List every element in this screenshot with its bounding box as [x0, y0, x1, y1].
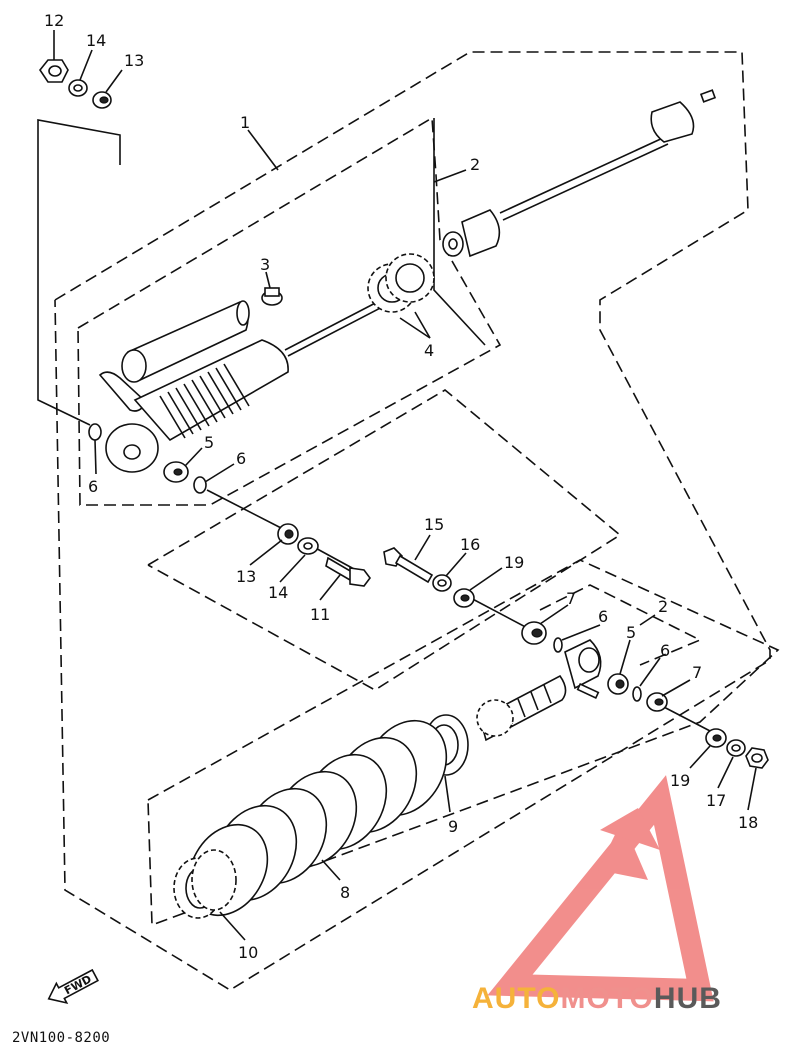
callout-12: 12 [44, 11, 64, 30]
bushing-7-left [521, 621, 547, 645]
bushing-5-upper [163, 461, 189, 483]
bolt-15 [383, 547, 434, 584]
ring-nut-10 [173, 849, 237, 919]
nut-12 [39, 59, 69, 83]
callout-4: 4 [424, 341, 434, 360]
outline-kit-2-right [539, 584, 702, 666]
callout-16: 16 [460, 535, 480, 554]
circlip-6-upper-right [193, 476, 207, 494]
callout-13-upper: 13 [124, 51, 144, 70]
watermark-hub: HUB [654, 982, 722, 1015]
outline-bolt-group [147, 389, 622, 691]
watermark-auto: AUTO [472, 982, 560, 1015]
callout-19-lower: 19 [670, 771, 690, 790]
outline-kit-2-lower [147, 559, 780, 927]
callout-6-upper-right: 6 [236, 449, 246, 468]
collar-19-upper [453, 588, 475, 608]
callout-17: 17 [706, 791, 726, 810]
diagram-code: 2VN100-8200 [12, 1030, 110, 1046]
callout-18: 18 [738, 813, 758, 832]
callout-3: 3 [260, 255, 270, 274]
callout-2-lower: 2 [658, 597, 668, 616]
fwd-label: FWD [62, 972, 94, 997]
collar-13-lower [277, 523, 299, 545]
callout-7-left: 7 [566, 589, 576, 608]
callout-8: 8 [340, 883, 350, 902]
damper-rod [442, 89, 717, 258]
callout-13-lower: 13 [236, 567, 256, 586]
callout-6-upper-left: 6 [88, 477, 98, 496]
outline-kit-2-upper [77, 116, 502, 506]
adjuster-shaft [476, 674, 600, 742]
assembly-outlines [54, 51, 780, 991]
fwd-arrow: FWD [47, 968, 99, 1005]
leader-lines [53, 30, 757, 941]
callout-15: 15 [424, 515, 444, 534]
callout-11: 11 [310, 605, 330, 624]
circlip-6-lower-left [553, 637, 563, 653]
circlip-6-upper-left [88, 423, 102, 441]
ring-nuts-4 [367, 253, 435, 339]
callout-1: 1 [240, 113, 250, 132]
washer-14-upper [68, 79, 88, 97]
callout-14-lower: 14 [268, 583, 288, 602]
air-bleed-bolt-3 [261, 287, 283, 306]
nut-18 [745, 747, 769, 769]
automotohub-logo-icon [487, 775, 714, 1002]
callout-19-upper: 19 [504, 553, 524, 572]
bracket-lines [37, 118, 713, 733]
callout-6-lower-right: 6 [660, 641, 670, 660]
callout-10: 10 [238, 943, 258, 962]
lower-eye-housing [564, 639, 602, 690]
callout-5-lower: 5 [626, 623, 636, 642]
washer-16 [432, 574, 452, 592]
watermark-moto: MOTO [560, 982, 653, 1015]
callout-7-right: 7 [692, 663, 702, 682]
callout-labels: 12 14 13 1 2 3 4 5 6 6 13 14 11 15 16 19… [44, 11, 758, 962]
bolt-11 [325, 556, 371, 587]
callout-6-lower-left: 6 [598, 607, 608, 626]
washer-14-lower [297, 537, 319, 555]
body-threads [159, 363, 250, 439]
callout-2-upper: 2 [470, 155, 480, 174]
watermark-text: AUTOMOTOHUB [472, 982, 722, 1015]
callout-5-upper: 5 [204, 433, 214, 452]
bushing-5-lower [607, 673, 629, 695]
bushing-7-right [646, 692, 668, 712]
circlip-6-lower-right [632, 686, 642, 702]
collar-19-lower [705, 728, 727, 748]
callout-9: 9 [448, 817, 458, 836]
outline-assembly-1 [54, 51, 771, 991]
shock-body [98, 287, 389, 473]
callout-14-upper: 14 [86, 31, 106, 50]
collar-13-upper [92, 91, 112, 109]
washer-17 [726, 739, 746, 757]
coil-spring-8 [187, 719, 448, 917]
